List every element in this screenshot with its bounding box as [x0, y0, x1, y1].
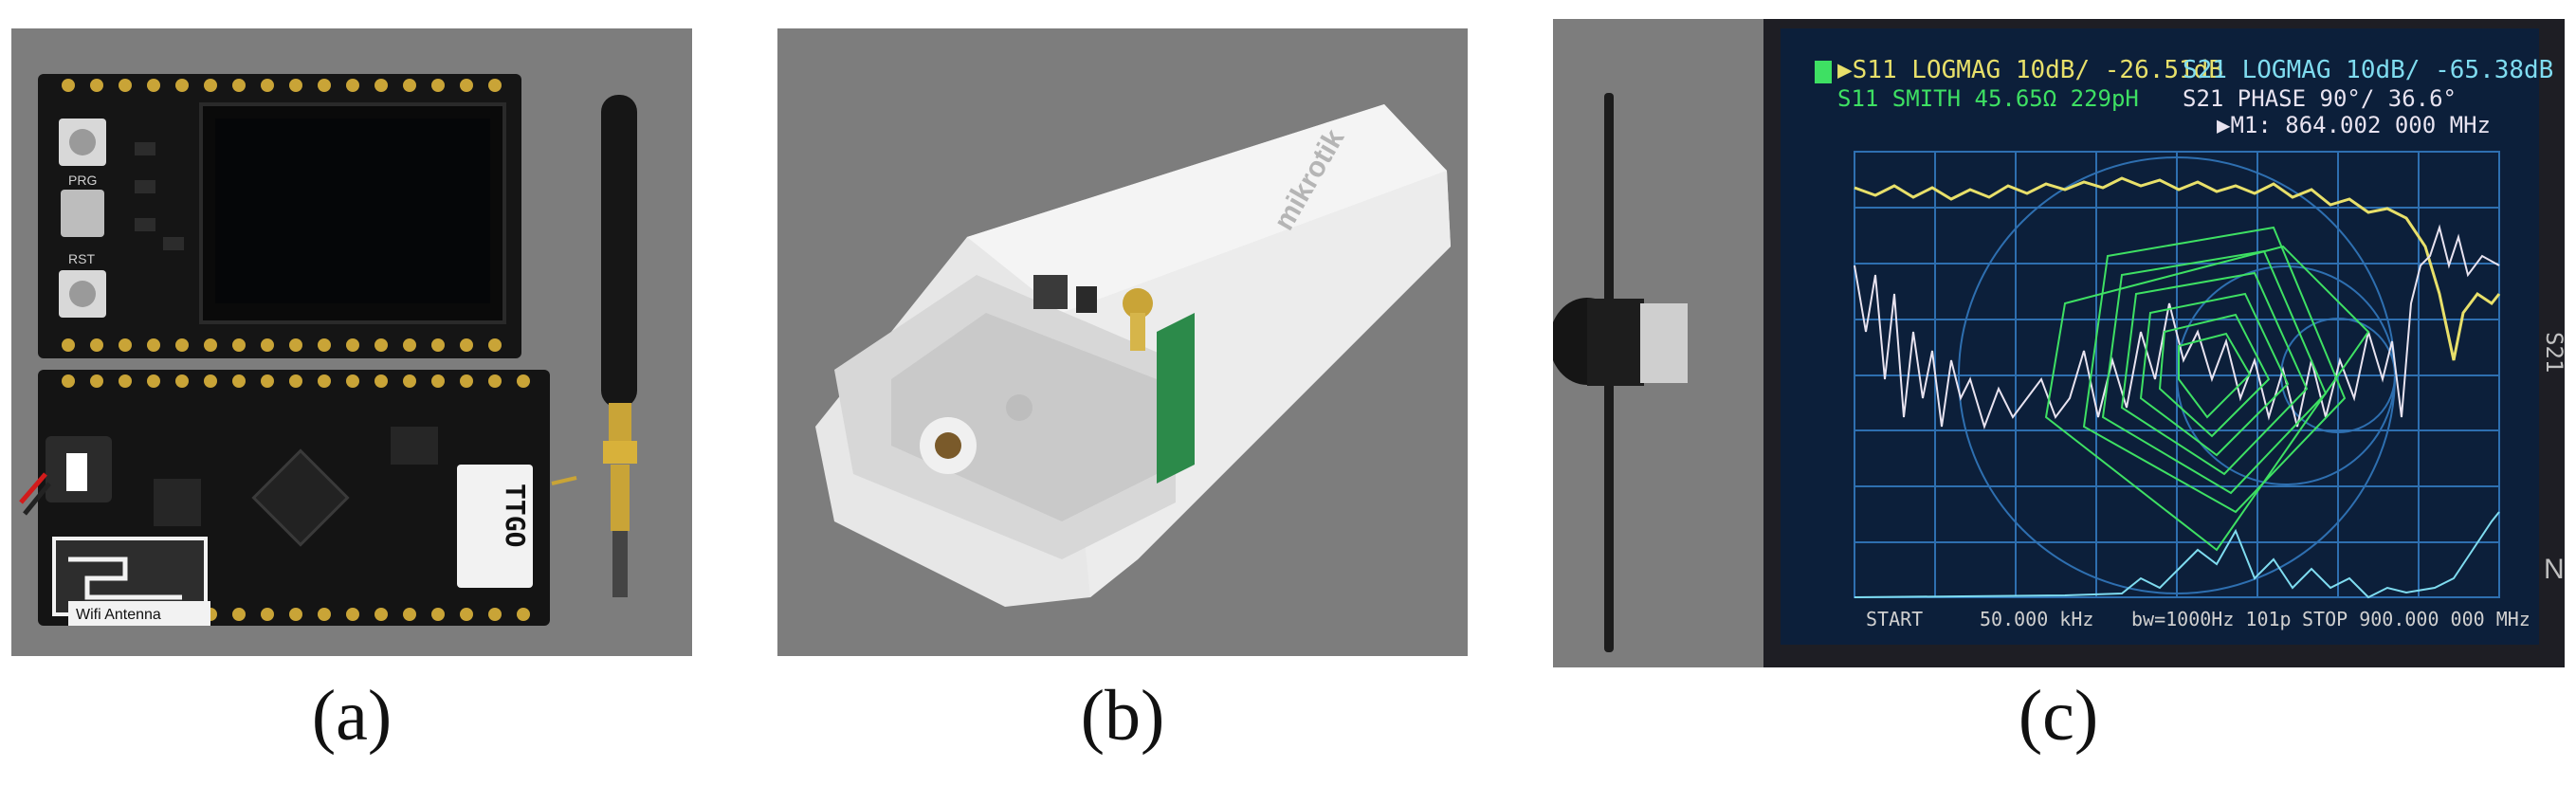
caption-a: (a): [311, 676, 393, 756]
footer-bandwidth: bw=1000Hz 101p: [2131, 608, 2292, 630]
sma-port: [1123, 288, 1153, 319]
s11-smith-trace: [2044, 226, 2370, 552]
ttgo-label-sticker: [457, 465, 533, 588]
s21-phase-trace: [1854, 224, 2500, 430]
s21-side-mark: S21: [2541, 332, 2565, 373]
dc-port: [1076, 286, 1097, 313]
marker-readout: ▶M1: 864.002 000 MHz: [2217, 112, 2491, 138]
s11-logmag-readout: ▶S11 LOGMAG 10dB/ -26.51dB: [1837, 56, 2223, 84]
ttgo-label: TTGO: [500, 484, 531, 547]
screen-grid: [1854, 151, 2500, 598]
battery-icon: [1815, 61, 1832, 83]
panel-a-lora-board: PRG RST TTGO Wifi Antenna: [11, 28, 692, 656]
panel-c-vna-measurement: ▶S11 LOGMAG 10dB/ -26.51dB S21 LOGMAG 10…: [1553, 19, 2565, 667]
usb-port: [61, 190, 104, 237]
footer-stop: STOP 900.000 000 MHz: [2302, 608, 2530, 630]
gateway-enclosure-photo: mikrotik: [815, 104, 1451, 607]
prg-label: PRG: [68, 173, 97, 188]
rst-label: RST: [68, 251, 95, 266]
panel-b-mikrotik-gateway: mikrotik: [777, 28, 1468, 656]
footer-start-label: START: [1866, 608, 1923, 630]
footer-start-value: 50.000 kHz: [1980, 608, 2093, 630]
s21-logmag-trace: [1854, 176, 2501, 361]
s11-smith-readout: S11 SMITH 45.65Ω 229pH: [1837, 85, 2139, 112]
s21-logmag-readout: S21 LOGMAG 10dB/ -65.38dB: [2183, 56, 2553, 84]
whip-antenna: [601, 95, 637, 408]
mount-hole: [935, 432, 961, 459]
n-side-mark: N: [2544, 554, 2565, 585]
s11-logmag-trace: [1854, 511, 2500, 599]
sma-connector: [609, 403, 631, 441]
lora-board-photo: PRG RST TTGO Wifi Antenna: [19, 74, 637, 626]
vna-photo: ▶S11 LOGMAG 10dB/ -26.51dB S21 LOGMAG 10…: [1553, 19, 2565, 667]
caption-c: (c): [2018, 676, 2099, 756]
caption-b: (b): [1080, 676, 1165, 756]
pcb-edge: [1157, 313, 1195, 484]
wifi-antenna-label: Wifi Antenna: [76, 607, 161, 623]
lora-chip: [251, 448, 350, 547]
s21-phase-readout: S21 PHASE 90°/ 36.6°: [2183, 85, 2457, 112]
ethernet-port: [1033, 275, 1068, 309]
